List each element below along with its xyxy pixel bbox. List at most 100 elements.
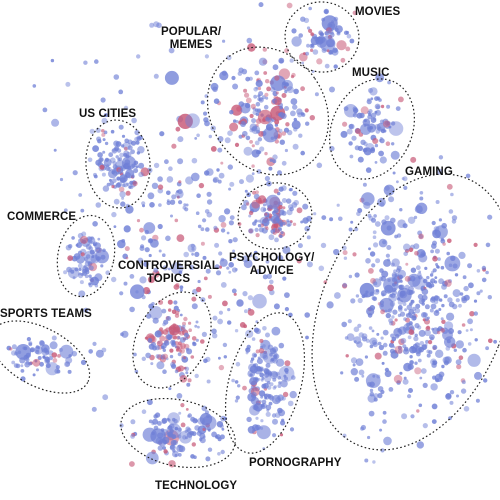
node-1803 xyxy=(206,211,213,218)
node-1748 xyxy=(141,356,146,361)
node-1825 xyxy=(186,382,191,387)
node-1895 xyxy=(59,177,64,182)
node-1308 xyxy=(234,380,239,384)
node-885 xyxy=(381,293,385,297)
node-1482 xyxy=(131,432,136,437)
node-301 xyxy=(390,121,396,126)
node-1626 xyxy=(168,166,173,171)
node-1235 xyxy=(51,352,58,358)
node-1241 xyxy=(45,363,51,369)
node-141 xyxy=(264,92,269,97)
node-1723 xyxy=(246,344,251,350)
node-1614 xyxy=(121,239,126,243)
node-1852 xyxy=(289,206,294,212)
node-1111 xyxy=(179,349,183,353)
node-908 xyxy=(465,173,471,179)
node-1928 xyxy=(166,176,174,183)
node-1499 xyxy=(172,449,176,453)
node-1705 xyxy=(165,235,171,242)
node-1916 xyxy=(154,330,162,338)
label-technology-line-1: TECHNOLOGY xyxy=(155,480,238,492)
node-1797 xyxy=(196,193,201,198)
node-931 xyxy=(408,290,414,295)
node-1294 xyxy=(35,349,40,355)
node-1530 xyxy=(220,449,225,455)
node-1346 xyxy=(269,382,274,387)
node-97 xyxy=(300,86,305,92)
node-1892 xyxy=(253,353,257,358)
node-132 xyxy=(240,121,246,127)
node-879 xyxy=(426,353,431,358)
node-663 xyxy=(421,298,426,303)
node-1893 xyxy=(162,322,166,327)
node-1759 xyxy=(191,247,195,251)
node-912 xyxy=(394,234,398,239)
node-1258 xyxy=(49,341,58,350)
node-1745 xyxy=(216,168,220,172)
node-1717 xyxy=(182,205,187,210)
node-1001 xyxy=(63,270,68,275)
node-411 xyxy=(115,141,122,147)
node-1730 xyxy=(162,265,168,271)
node-1930 xyxy=(138,171,144,178)
node-1502 xyxy=(178,444,182,448)
node-1701 xyxy=(223,355,227,359)
node-1312 xyxy=(255,349,260,354)
node-761 xyxy=(440,328,445,333)
node-475 xyxy=(460,388,467,394)
node-1585 xyxy=(239,179,244,185)
node-892 xyxy=(376,332,380,336)
node-661 xyxy=(407,216,416,224)
node-279 xyxy=(378,139,382,142)
node-167 xyxy=(285,122,290,127)
node-990 xyxy=(75,243,79,247)
node-146 xyxy=(251,144,255,148)
node-528 xyxy=(383,436,392,446)
node-650 xyxy=(443,294,448,299)
node-1186 xyxy=(175,345,180,350)
node-62 xyxy=(306,26,311,30)
node-1762 xyxy=(179,288,183,292)
node-1571 xyxy=(200,227,205,232)
node-181 xyxy=(236,106,242,112)
node-1755 xyxy=(198,182,205,189)
node-532 xyxy=(441,303,445,308)
node-371 xyxy=(126,182,130,186)
node-465 xyxy=(431,220,436,226)
node-827 xyxy=(416,441,424,449)
node-252 xyxy=(348,141,353,146)
node-1926 xyxy=(268,234,275,241)
node-789 xyxy=(342,250,348,256)
node-736 xyxy=(360,426,365,431)
node-89 xyxy=(255,101,261,107)
node-588 xyxy=(438,308,442,311)
node-1285 xyxy=(15,363,21,369)
node-1578 xyxy=(348,274,353,279)
node-1348 xyxy=(261,376,265,380)
node-941 xyxy=(89,249,95,255)
node-1741 xyxy=(72,170,78,176)
node-1299 xyxy=(276,358,285,367)
node-1868 xyxy=(175,189,184,199)
node-535 xyxy=(397,328,401,333)
node-1383 xyxy=(281,396,286,401)
node-888 xyxy=(425,281,432,288)
node-1298 xyxy=(265,411,271,417)
node-1188 xyxy=(190,355,195,359)
node-1968 xyxy=(277,219,283,225)
node-752 xyxy=(408,388,413,393)
node-308 xyxy=(369,87,378,96)
node-1394 xyxy=(278,409,286,417)
label-us-cities: US CITIES xyxy=(79,108,136,121)
node-1818 xyxy=(196,286,202,293)
node-316 xyxy=(391,142,395,146)
node-1866 xyxy=(231,267,238,273)
node-1777 xyxy=(218,356,221,360)
node-251 xyxy=(346,128,353,135)
node-998 xyxy=(93,243,96,247)
node-1548 xyxy=(174,453,178,457)
node-835 xyxy=(409,302,413,306)
node-774 xyxy=(453,348,457,352)
node-895 xyxy=(408,285,414,292)
node-1115 xyxy=(188,328,192,333)
